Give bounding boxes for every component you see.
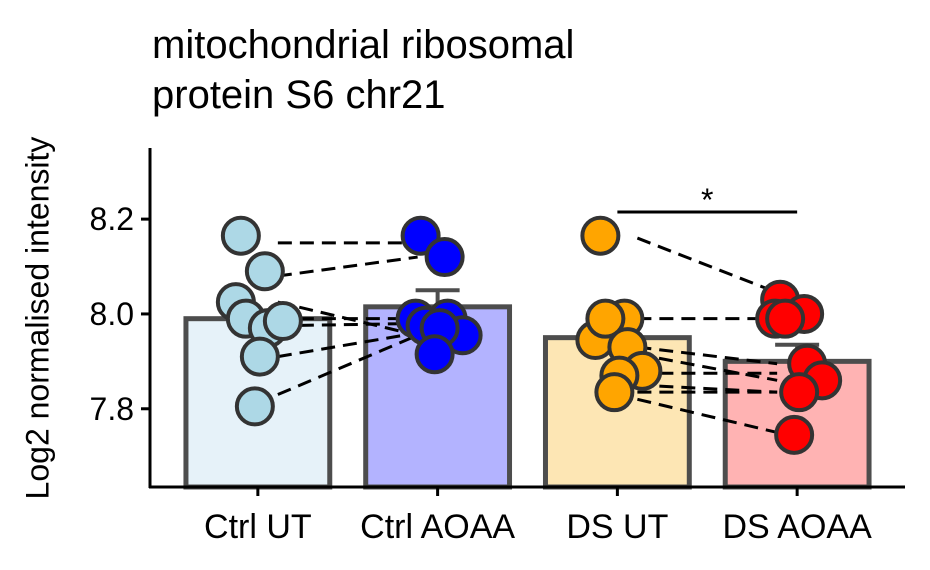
- point-0-1: [244, 251, 285, 292]
- x-tick-label-1: Ctrl AOAA: [360, 508, 515, 546]
- pair-line-7: [636, 236, 778, 295]
- pair-line-6: [277, 333, 419, 396]
- point-0-0: [220, 215, 261, 256]
- point-2-7: [594, 372, 635, 413]
- pair-line-1: [277, 255, 418, 278]
- x-tick-label-3: DS AOAA: [723, 508, 873, 546]
- point-1-7: [414, 334, 455, 375]
- point-3-7: [774, 414, 815, 455]
- point-0-7: [234, 386, 275, 427]
- y-tick-label-2: 8.2: [90, 201, 134, 237]
- pair-line-9: [637, 345, 778, 366]
- pair-line-5: [277, 331, 418, 359]
- y-tick-label-0: 7.8: [90, 391, 134, 427]
- point-0-5: [262, 301, 303, 342]
- pair-line-10: [637, 352, 778, 382]
- pair-line-14: [637, 397, 778, 434]
- x-tick-label-0: Ctrl UT: [204, 508, 312, 546]
- y-tick-label-1: 8.0: [90, 296, 134, 332]
- point-0-6: [239, 336, 280, 377]
- chart-title-line-2: protein S6 chr21: [152, 73, 446, 117]
- point-3-3: [765, 298, 806, 339]
- point-2-3: [585, 298, 626, 339]
- chart-title: mitochondrial ribosomal protein S6 chr21: [152, 20, 574, 120]
- chart-title-line-1: mitochondrial ribosomal: [152, 23, 575, 67]
- x-tick-label-2: DS UT: [566, 508, 668, 546]
- significance-label: *: [701, 182, 713, 218]
- point-3-6: [779, 372, 820, 413]
- point-1-1: [424, 237, 465, 278]
- point-2-0: [580, 215, 621, 256]
